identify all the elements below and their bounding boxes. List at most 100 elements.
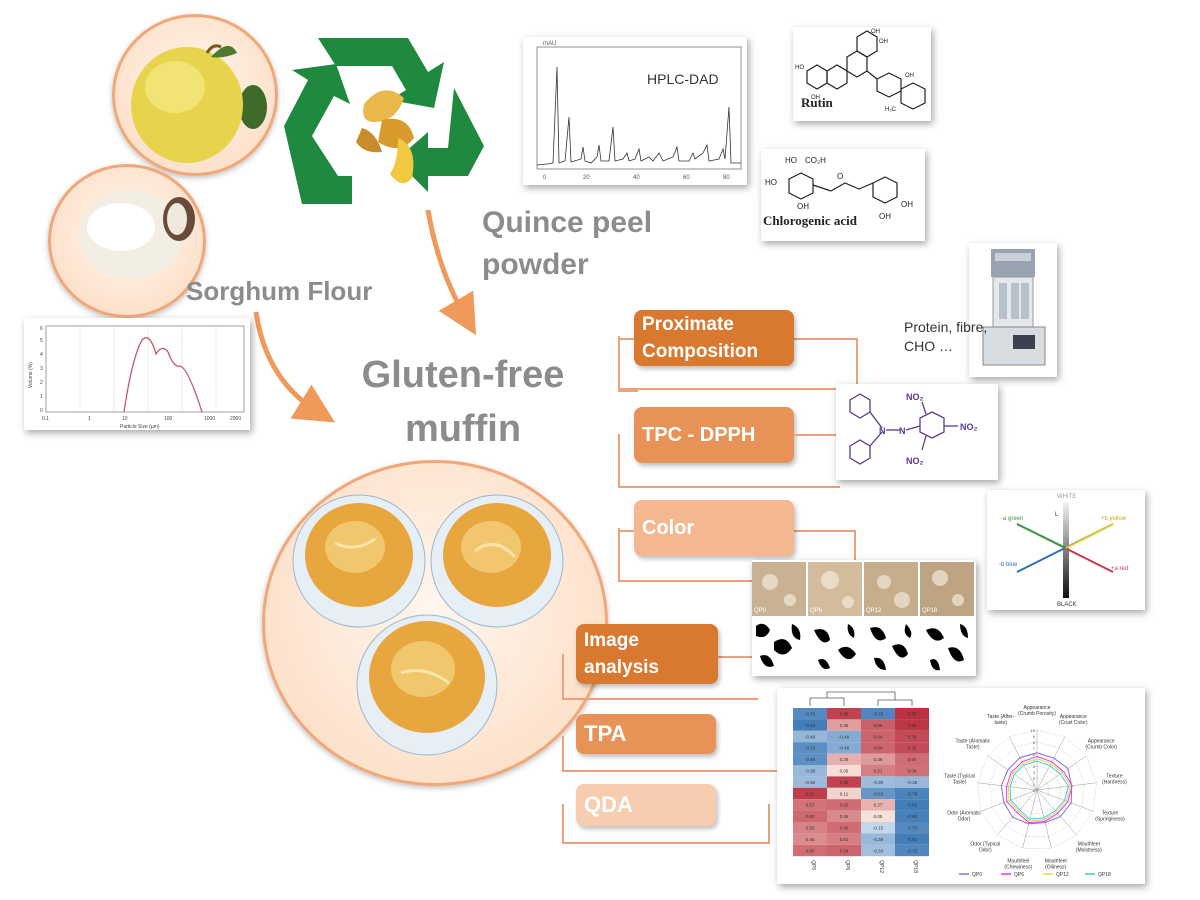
heatmap-cell: [827, 776, 861, 788]
connector-color-left: [618, 528, 638, 582]
radar-grid: [1024, 777, 1050, 802]
heatmap-value: 0.86: [908, 723, 917, 728]
white-label: WHITE: [1057, 494, 1076, 500]
radar-tick: 7: [1033, 746, 1036, 751]
heatmap-cell: [827, 742, 861, 754]
hplc-label: HPLC-DAD: [647, 71, 719, 87]
psd-xtick: 2000: [230, 416, 241, 422]
radar-tick: 1: [1033, 782, 1036, 787]
heatmap-cell: [895, 753, 929, 765]
heatmap-value: -0.48: [839, 746, 850, 751]
recycle-icon: [284, 38, 484, 204]
psd-ytick: 3: [40, 366, 43, 372]
heatmap-cell: [861, 799, 895, 811]
heatmap-cell: [827, 753, 861, 765]
radar-axis-label: (Chewiness): [1004, 865, 1032, 871]
radar-tick: 10: [1031, 728, 1036, 733]
particle-size-chart-card: 0.1 1 10 100 1000 2000 Particle Size (µm…: [24, 318, 250, 430]
psd-xtick: 0.1: [42, 416, 49, 422]
svg-text:HO: HO: [785, 156, 797, 165]
heatmap-value: 0.38: [874, 757, 883, 762]
box-label: TPA: [584, 721, 627, 746]
quince-fruit-image: [112, 14, 278, 176]
connector-image: [562, 654, 758, 700]
box-label: Image analysis: [584, 630, 659, 678]
heatmap-cell: [793, 719, 827, 731]
heatmap-value: -0.38: [873, 837, 884, 842]
radar-axis-label: Appearance: [1088, 739, 1115, 745]
psd-ytick: 1: [40, 394, 43, 400]
heatmap-cell: [793, 730, 827, 743]
qda-radar-chart: Appearance(Crumb Porosity)Appearance(Cru…: [944, 705, 1127, 878]
svg-text:N: N: [899, 426, 906, 436]
heatmap-cell: [827, 708, 861, 720]
psd-xlabel: Particle Size (µm): [120, 424, 160, 430]
svg-text:mAU: mAU: [543, 41, 556, 47]
heatmap-cell: [793, 776, 827, 788]
heatmap-value: 0.60: [806, 848, 815, 853]
radar-axis-label: (Hardness): [1102, 780, 1127, 786]
radar-axis-label: Mouthfeel: [1078, 841, 1100, 847]
box-label: QDA: [584, 792, 633, 817]
heatmap-value: 0.62: [806, 814, 815, 819]
heatmap-cell: [861, 776, 895, 788]
radar-axis-label: Texture: [1106, 774, 1123, 780]
radar-series: [1006, 755, 1073, 824]
heatmap-value: 0.64: [840, 848, 849, 853]
heatmap-cell: [895, 833, 929, 845]
connector-qda: [562, 804, 770, 844]
green-label: -a green: [1001, 516, 1023, 522]
heatmap-value: -0.82: [805, 723, 816, 728]
heatmap-cell: [861, 708, 895, 720]
heatmap-cell: [895, 776, 929, 788]
heatmap-cell: [895, 765, 929, 777]
heatmap-cell: [895, 799, 929, 811]
box-color: Color: [634, 500, 794, 556]
heatmap-value: -0.35: [873, 780, 884, 785]
heatmap-cell: [861, 730, 895, 743]
radar-axis-label: Appearance: [1024, 705, 1051, 711]
heatmap-cell: [827, 730, 861, 743]
svg-text:CO₂H: CO₂H: [805, 156, 826, 165]
heatmap-cell: [827, 844, 861, 857]
heatmap-value: -0.63: [873, 791, 884, 796]
radar-legend-label: QP12: [1056, 872, 1069, 878]
svg-text:20: 20: [583, 175, 590, 181]
radar-spoke: [1036, 755, 1087, 791]
svg-text:OH: OH: [871, 29, 880, 35]
heatmap-cell: [793, 810, 827, 822]
radar-tick: 3: [1033, 770, 1036, 775]
tpc-link-line: [794, 434, 836, 436]
black-label: BLACK: [1057, 602, 1077, 608]
radar-axis-label: (Springiness): [1095, 817, 1125, 823]
rutin-label: Rutin: [801, 95, 833, 110]
heatmap-value: 0.76: [908, 734, 917, 739]
heatmap-cell: [861, 844, 895, 857]
heatmap-cell: [861, 765, 895, 777]
image-code: QP6: [810, 608, 823, 614]
heatmap-value: -0.75: [907, 848, 918, 853]
heatmap-col-label: QP6: [844, 860, 850, 870]
heatmap-cell: [827, 833, 861, 845]
heatmap-cell: [793, 833, 827, 845]
image-analysis-card: QP0 QP6 QP12 QP18: [752, 560, 976, 676]
svg-text:OH: OH: [811, 95, 820, 101]
image-code: QP18: [922, 608, 938, 614]
svg-text:O: O: [837, 172, 843, 181]
heatmap-cell: [793, 708, 827, 720]
box-proximate-composition: Proximate Composition: [634, 310, 794, 366]
hplc-chromatogram-card: mAU 0 20 40 60 80 HPLC-DAD: [523, 37, 747, 185]
heatmap-cell: [861, 753, 895, 765]
no2-label: NO₂: [906, 392, 924, 402]
radar-series: [1000, 752, 1073, 825]
radar-tick: 9: [1033, 734, 1036, 739]
heatmap-value: -0.36: [805, 780, 816, 785]
radar-tick: 8: [1033, 740, 1036, 745]
radar-axis-label: Texture: [1102, 811, 1119, 817]
radar-axis-label: (Crumb Color): [1085, 745, 1117, 751]
radar-axis-label: Mouthfeel: [1045, 859, 1067, 865]
box-qda: QDA: [576, 784, 716, 826]
muffins-image: [262, 460, 608, 786]
radar-axis-label: taste): [994, 720, 1007, 726]
